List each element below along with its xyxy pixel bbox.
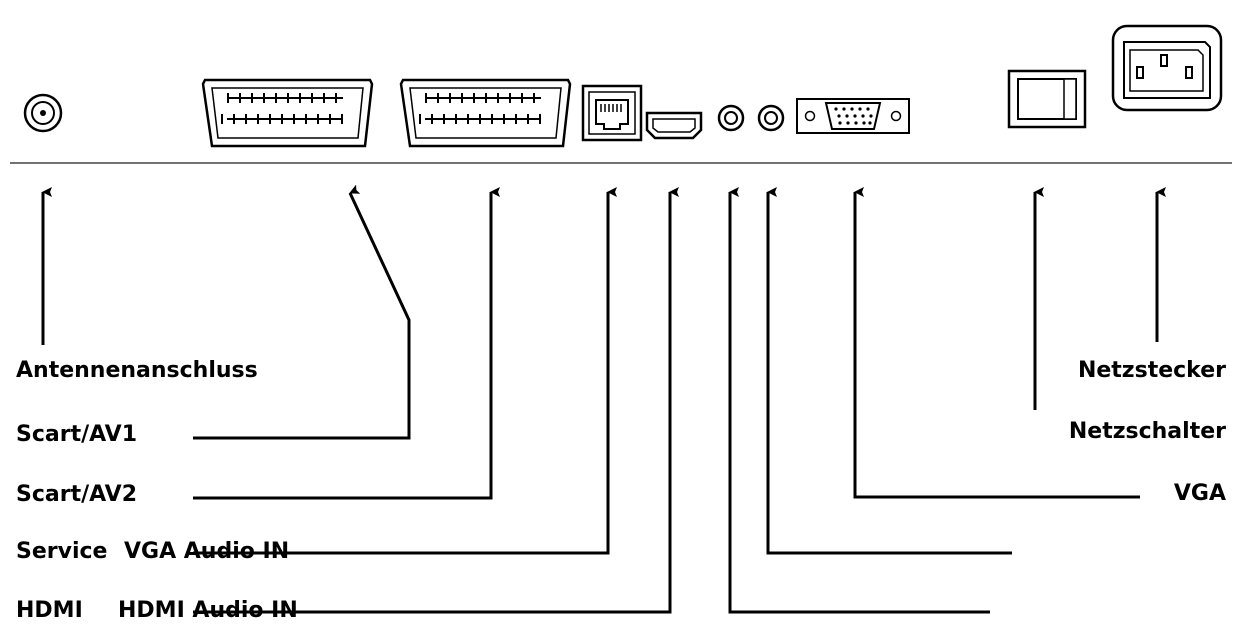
- label-hdmi: HDMI: [16, 598, 83, 623]
- scart-av2-connector-icon: [399, 78, 572, 148]
- label-vga-audio-in: VGA Audio IN: [124, 539, 290, 564]
- service-leader-line: [193, 187, 617, 555]
- label-hdmi-audio-in: HDMI Audio IN: [118, 598, 298, 623]
- label-vga: VGA: [1173, 481, 1226, 506]
- hdmi-leader-line: [193, 187, 679, 614]
- hdmi-audio-leader-line: [728, 187, 990, 614]
- service-rj45-port-icon: [581, 84, 643, 142]
- label-service: Service: [16, 539, 108, 564]
- scart-av2-leader-line: [193, 187, 500, 500]
- power-plug-socket-icon: [1111, 24, 1223, 112]
- label-scart-av1: Scart/AV1: [16, 422, 137, 447]
- label-antennenanschluss: Antennenanschluss: [16, 358, 258, 383]
- vga-audio-jack-icon: [757, 104, 785, 132]
- scart-av1-connector-icon: [201, 78, 374, 148]
- vga-audio-leader-line: [766, 187, 1012, 555]
- label-netzstecker: Netzstecker: [1077, 358, 1226, 383]
- vga-port-icon: [796, 98, 910, 134]
- label-scart-av2: Scart/AV2: [16, 482, 137, 507]
- vga-leader-line: [853, 187, 1140, 499]
- power-switch-icon: [1007, 69, 1087, 129]
- hdmi-port-icon: [645, 111, 703, 140]
- antenna-connector-icon: [23, 93, 63, 133]
- scart-av1-leader-line: [193, 184, 411, 440]
- hdmi-audio-jack-icon: [717, 104, 745, 132]
- label-netzschalter: Netzschalter: [1068, 419, 1226, 444]
